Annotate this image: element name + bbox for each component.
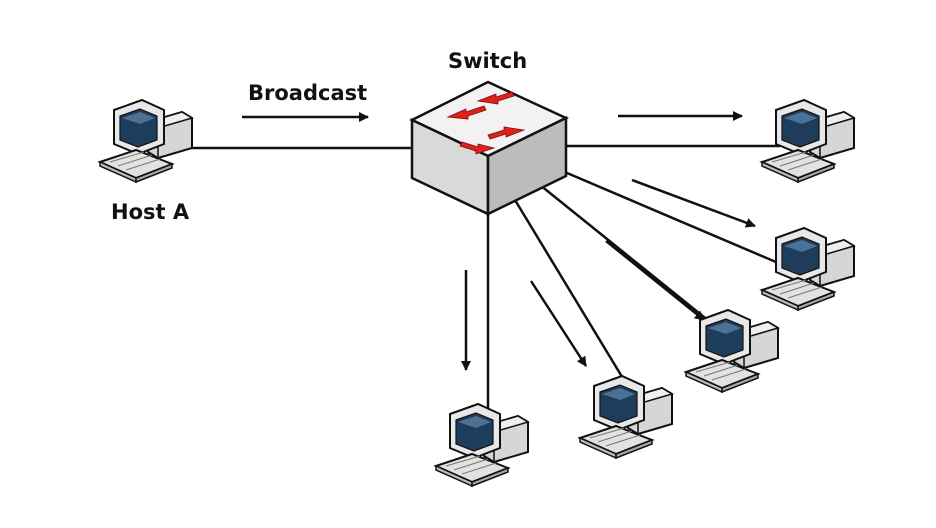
- connection-lines: [188, 144, 791, 410]
- arrow-out-2: [631, 178, 756, 228]
- arrow-out-3: [605, 240, 705, 321]
- broadcast-arrows: [242, 111, 756, 371]
- arrow-out-4: [529, 280, 588, 367]
- desktop-computer-icon: [579, 375, 673, 459]
- link-host-2: [559, 168, 791, 270]
- desktop-computer-icon: [761, 227, 855, 311]
- desktop-computer-icon: [99, 99, 193, 183]
- host-a-label: Host A: [111, 200, 190, 224]
- broadcast-label: Broadcast: [248, 81, 368, 105]
- desktop-computer-icon: [685, 309, 779, 393]
- switch-label: Switch: [448, 49, 528, 73]
- desktop-computer-icon: [761, 99, 855, 183]
- desktop-computer-icon: [435, 403, 529, 487]
- network-switch-icon: [409, 80, 569, 216]
- link-host-4: [513, 199, 632, 391]
- link-host-3: [539, 184, 721, 331]
